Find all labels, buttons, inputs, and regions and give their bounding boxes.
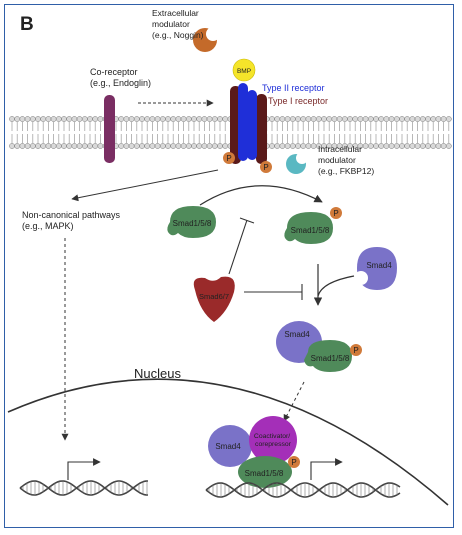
dna-right-icon: [205, 482, 401, 498]
smad-complex-icon: [276, 321, 362, 372]
smad67-label: Smad6/7: [199, 292, 229, 301]
panel-label: B: [20, 14, 34, 35]
nuclear-complex-icon: [208, 416, 300, 488]
smad4-icon: [354, 247, 397, 290]
smad67-inhibit-complex: [244, 284, 303, 300]
complex-smad4-label: Smad4: [284, 330, 310, 339]
complex-smad158-label: Smad1/5/8: [311, 354, 350, 363]
nuclear-import-arrow: [283, 381, 305, 422]
noncanonical-arrow: [71, 169, 219, 202]
receptor-phospho-label-1: P: [226, 154, 231, 163]
smad158-active-icon: [284, 207, 342, 244]
coactivator-label: Coactivator/ corepressor: [254, 433, 292, 448]
nuclear-smad4-label: Smad4: [215, 442, 241, 451]
smad4-merge-line: [317, 275, 355, 297]
coreceptor-label: Co-receptor (e.g., Endoglin): [90, 67, 151, 88]
receptor-phospho-icon: [223, 152, 272, 173]
nuclear-envelope: [7, 378, 449, 506]
smad158-inactive-label: Smad1/5/8: [173, 219, 212, 228]
smad158-inactive-icon: [167, 206, 216, 238]
type2-receptor-icon: [238, 83, 257, 161]
receptor-phospho-label-2: P: [263, 163, 268, 172]
phosphorylation-arrow: [199, 185, 323, 206]
nuclear-phospho-label: P: [291, 458, 296, 467]
extracellular-modulator-label: Extracellular modulator (e.g., Noggin): [152, 8, 204, 40]
nucleus-label: Nucleus: [134, 366, 181, 381]
smad158-active-phospho: P: [333, 209, 338, 218]
noncanonical-label: Non-canonical pathways (e.g., MAPK): [22, 210, 123, 231]
smad67-icon: [193, 276, 235, 322]
smad158-active-label: Smad1/5/8: [291, 226, 330, 235]
complex-phospho-label: P: [353, 346, 358, 355]
smad67-inhibit-phospho: [228, 217, 255, 275]
cell-membrane: [9, 116, 452, 149]
fkbp12-icon: [286, 152, 308, 174]
type2-receptor-label: Type II receptor: [262, 83, 325, 93]
nuclear-smad158-label: Smad1/5/8: [245, 469, 284, 478]
tss-left-arrow: [67, 458, 101, 480]
smad4-label: Smad4: [366, 261, 392, 270]
coreceptor-icon: [104, 95, 115, 163]
bmp-ligand-icon: [232, 58, 256, 82]
bmp-label: BMP: [237, 68, 251, 75]
dna-left-icon: [19, 480, 149, 496]
type1-receptor-label: Type I receptor: [268, 96, 328, 106]
noggin-icon: [193, 27, 220, 52]
tss-right-arrow: [310, 458, 343, 480]
intracellular-modulator-label: Intracellular modulator (e.g., FKBP12): [318, 144, 374, 176]
